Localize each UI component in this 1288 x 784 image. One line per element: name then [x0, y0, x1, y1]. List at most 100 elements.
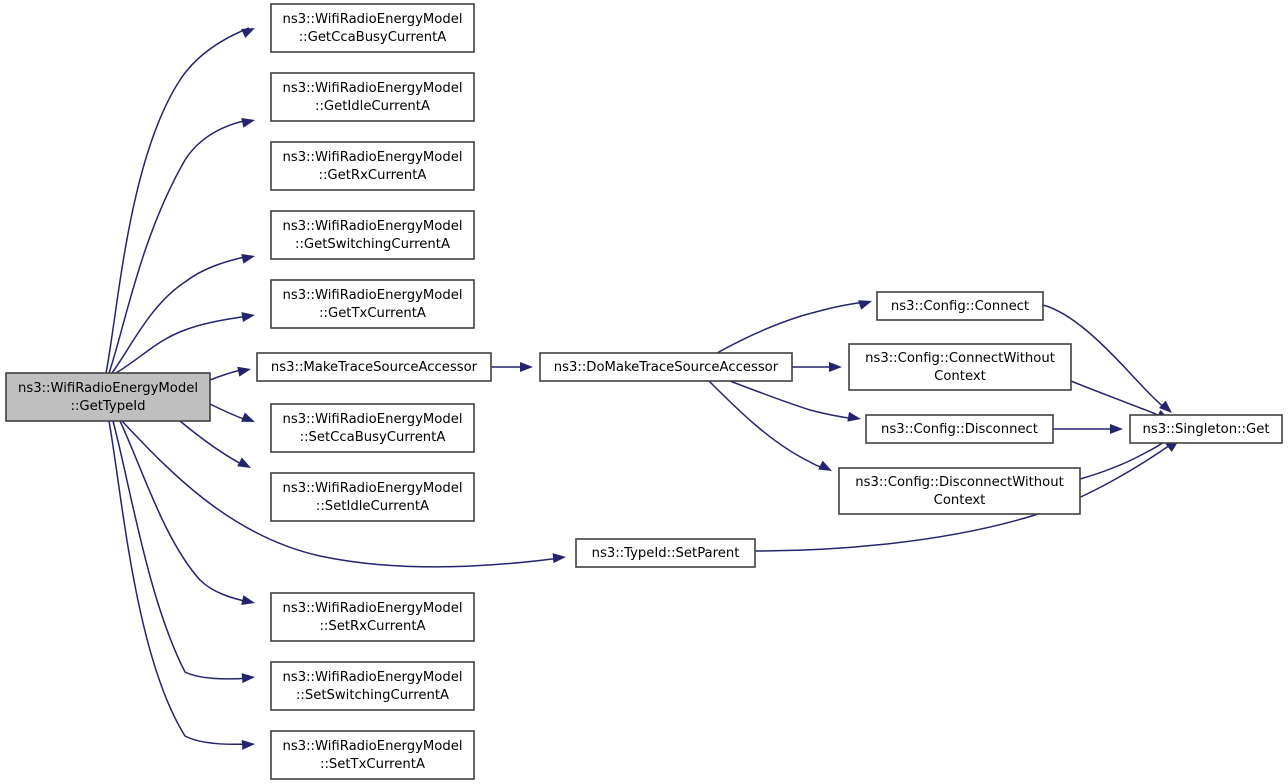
edge-root-to-set_switching — [112, 420, 250, 680]
node-root[interactable]: ns3::WifiRadioEnergyModel::GetTypeId — [5, 372, 211, 422]
node-label-line1-set_parent: ns3::TypeId::SetParent — [592, 546, 740, 561]
edge-do_make_trace-to-config_disconnect — [729, 380, 856, 420]
node-box-set_tx[interactable] — [270, 730, 475, 780]
node-box-config_disconnect_wo[interactable] — [838, 467, 1081, 515]
node-box-get_idle[interactable] — [270, 72, 475, 122]
node-label-line1-get_switching: ns3::WifiRadioEnergyModel — [282, 219, 462, 234]
arrowhead — [241, 28, 255, 39]
node-label-line1-get_tx: ns3::WifiRadioEnergyModel — [282, 288, 462, 303]
node-box-get_switching[interactable] — [270, 210, 475, 260]
node-box-do_make_trace[interactable] — [539, 352, 793, 382]
node-label-line2-root: ::GetTypeId — [71, 399, 146, 414]
node-set_switching[interactable]: ns3::WifiRadioEnergyModel::SetSwitchingC… — [270, 661, 475, 711]
arrowhead — [241, 673, 255, 684]
node-box-config_connect_wo[interactable] — [848, 343, 1072, 391]
node-set_idle[interactable]: ns3::WifiRadioEnergyModel::SetIdleCurren… — [270, 472, 475, 522]
edge-root-to-get_switching — [115, 315, 250, 374]
arrowhead — [237, 366, 251, 377]
edge-root-to-get_idle — [108, 119, 250, 374]
node-label-line2-config_disconnect_wo: Context — [934, 493, 986, 508]
node-label-line1-set_switching: ns3::WifiRadioEnergyModel — [282, 670, 462, 685]
edge-config_connect_wo-to-singleton_get — [1070, 380, 1165, 419]
arrowhead — [858, 300, 872, 310]
node-box-set_switching[interactable] — [270, 661, 475, 711]
arrowhead — [1110, 424, 1123, 434]
node-label-line2-set_switching: ::SetSwitchingCurrentA — [296, 688, 449, 703]
edge-root-to-get_rx — [111, 255, 250, 374]
node-label-line1-set_idle: ns3::WifiRadioEnergyModel — [282, 481, 462, 496]
node-config_disconnect[interactable]: ns3::Config::Disconnect — [865, 414, 1054, 444]
node-label-line1-get_cca_busy: ns3::WifiRadioEnergyModel — [282, 12, 462, 27]
node-singleton_get[interactable]: ns3::Singleton::Get — [1129, 414, 1283, 444]
node-label-line2-get_idle: ::GetIdleCurrentA — [315, 99, 430, 114]
node-get_cca_busy[interactable]: ns3::WifiRadioEnergyModel::GetCcaBusyCur… — [270, 3, 475, 53]
node-set_cca_busy[interactable]: ns3::WifiRadioEnergyModel::SetCcaBusyCur… — [270, 403, 475, 453]
node-box-singleton_get[interactable] — [1129, 414, 1283, 444]
node-label-line1-set_rx: ns3::WifiRadioEnergyModel — [282, 601, 462, 616]
node-label-line2-get_tx: ::GetTxCurrentA — [319, 306, 426, 321]
arrowhead — [818, 460, 832, 471]
edge-config_disconnect_wo-to-singleton_get — [1079, 437, 1171, 480]
node-label-line1-get_idle: ns3::WifiRadioEnergyModel — [282, 81, 462, 96]
node-label-line2-get_rx: ::GetRxCurrentA — [319, 168, 427, 183]
node-label-line1-get_rx: ns3::WifiRadioEnergyModel — [282, 150, 462, 165]
arrowhead — [520, 362, 533, 372]
node-box-set_cca_busy[interactable] — [270, 403, 475, 453]
edge-do_make_trace-to-config_disconnect_wo — [708, 380, 827, 470]
node-box-config_disconnect[interactable] — [865, 414, 1054, 444]
node-label-line1-config_connect_wo: ns3::Config::ConnectWithout — [865, 351, 1055, 366]
node-label-line2-get_cca_busy: ::GetCcaBusyCurrentA — [299, 30, 447, 45]
node-get_switching[interactable]: ns3::WifiRadioEnergyModel::GetSwitchingC… — [270, 210, 475, 260]
node-make_trace[interactable]: ns3::MakeTraceSourceAccessor — [256, 352, 492, 382]
edge-root-to-get_cca_busy — [105, 27, 250, 374]
edge-root-to-set_parent — [121, 420, 561, 568]
node-label-line2-set_rx: ::SetRxCurrentA — [319, 619, 425, 634]
node-label-line1-config_disconnect: ns3::Config::Disconnect — [881, 422, 1038, 437]
arrowhead — [241, 595, 255, 605]
arrowhead — [241, 254, 255, 264]
edge-config_connect-to-singleton_get — [1042, 304, 1167, 410]
arrowhead — [1158, 400, 1172, 413]
edge-root-to-set_tx — [108, 420, 250, 746]
node-box-config_connect[interactable] — [876, 291, 1044, 321]
arrowheads-layer — [237, 28, 1179, 750]
node-set_parent[interactable]: ns3::TypeId::SetParent — [575, 538, 756, 568]
node-config_connect[interactable]: ns3::Config::Connect — [876, 291, 1044, 321]
arrowhead — [237, 457, 251, 468]
node-get_tx[interactable]: ns3::WifiRadioEnergyModel::GetTxCurrentA — [270, 279, 475, 329]
node-box-set_idle[interactable] — [270, 472, 475, 522]
nodes-layer: ns3::WifiRadioEnergyModel::GetTypeIdns3:… — [5, 3, 1283, 780]
node-label-line1-set_tx: ns3::WifiRadioEnergyModel — [282, 739, 462, 754]
node-box-root[interactable] — [5, 372, 211, 422]
node-box-set_rx[interactable] — [270, 592, 475, 642]
node-box-get_rx[interactable] — [270, 141, 475, 191]
node-label-line2-set_tx: ::SetTxCurrentA — [320, 757, 425, 772]
arrowhead — [847, 411, 861, 422]
node-do_make_trace[interactable]: ns3::DoMakeTraceSourceAccessor — [539, 352, 793, 382]
arrowhead — [241, 739, 255, 750]
node-get_idle[interactable]: ns3::WifiRadioEnergyModel::GetIdleCurren… — [270, 72, 475, 122]
node-box-make_trace[interactable] — [256, 352, 492, 382]
node-label-line2-config_connect_wo: Context — [934, 369, 986, 384]
node-label-line2-set_idle: ::SetIdleCurrentA — [316, 499, 429, 514]
arrowhead — [829, 362, 842, 372]
node-set_tx[interactable]: ns3::WifiRadioEnergyModel::SetTxCurrentA — [270, 730, 475, 780]
node-get_rx[interactable]: ns3::WifiRadioEnergyModel::GetRxCurrentA — [270, 141, 475, 191]
node-label-line2-get_switching: ::GetSwitchingCurrentA — [295, 237, 450, 252]
node-label-line1-config_disconnect_wo: ns3::Config::DisconnectWithout — [855, 475, 1064, 490]
node-label-line1-make_trace: ns3::MakeTraceSourceAccessor — [271, 360, 478, 375]
node-label-line1-do_make_trace: ns3::DoMakeTraceSourceAccessor — [554, 360, 779, 375]
arrowhead — [241, 412, 255, 422]
node-box-set_parent[interactable] — [575, 538, 756, 568]
node-set_rx[interactable]: ns3::WifiRadioEnergyModel::SetRxCurrentA — [270, 592, 475, 642]
node-label-line1-config_connect: ns3::Config::Connect — [891, 299, 1029, 314]
node-label-line1-root: ns3::WifiRadioEnergyModel — [18, 381, 198, 396]
node-label-line1-singleton_get: ns3::Singleton::Get — [1142, 422, 1269, 437]
node-box-get_cca_busy[interactable] — [270, 3, 475, 53]
arrowhead — [241, 118, 255, 128]
node-box-get_tx[interactable] — [270, 279, 475, 329]
